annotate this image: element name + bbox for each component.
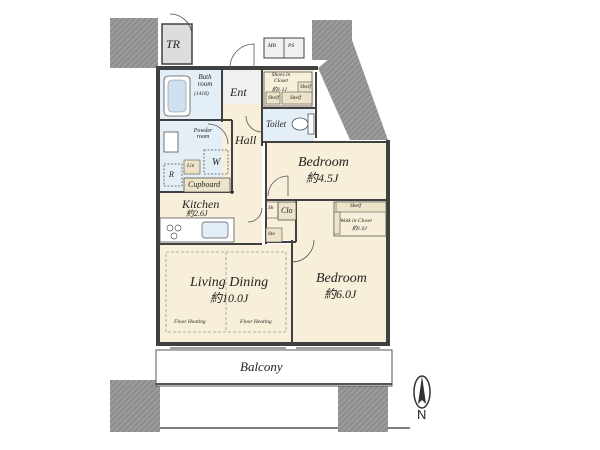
ps-label: PS bbox=[288, 43, 295, 49]
bathroom-label: Bath room bbox=[197, 73, 213, 88]
bedroom1-label: Bedroom bbox=[298, 155, 349, 170]
pillar-left bbox=[110, 60, 156, 68]
hall-label: Hall bbox=[235, 133, 257, 147]
sto-label: Sto bbox=[268, 231, 276, 237]
tr-label: TR bbox=[166, 37, 181, 51]
walk-in-closet-shelf-label: Shelf bbox=[350, 203, 361, 209]
shoes-closet-label: Shoes in Closet bbox=[271, 72, 291, 84]
living-dining-size: 約10.0J bbox=[210, 291, 249, 305]
refrigerator-label: R bbox=[169, 170, 174, 179]
toilet-bowl bbox=[291, 117, 309, 131]
bedroom2-size: 約6.0J bbox=[324, 287, 357, 301]
floor-heating-label-1: Floor Heating bbox=[174, 319, 206, 325]
bedroom2-door bbox=[291, 239, 315, 263]
shelf-label-1: Shelf bbox=[300, 84, 311, 90]
washer-space bbox=[203, 149, 229, 175]
bedroom1-door bbox=[267, 175, 289, 197]
balcony-label: Balcony bbox=[240, 359, 283, 374]
lin-shelf bbox=[183, 159, 201, 175]
lin-label: Lin bbox=[187, 163, 195, 169]
toilet-label: Toilet bbox=[266, 119, 287, 129]
balcony bbox=[155, 349, 393, 387]
kitchen-label: Kitchen bbox=[182, 197, 220, 211]
powder-room-label: Powder room bbox=[193, 128, 213, 140]
pillar-bottom-left bbox=[110, 380, 160, 432]
kitchen-size: 約2.6J bbox=[186, 209, 208, 218]
sto-box bbox=[265, 227, 283, 243]
walk-in-closet-label: Walk in Closet bbox=[340, 218, 372, 224]
sh-label: Sh bbox=[268, 205, 274, 211]
pillar-right bbox=[318, 40, 388, 140]
clo-label: Clo bbox=[281, 206, 293, 215]
pillar-bottom-right bbox=[338, 380, 388, 432]
walls bbox=[156, 66, 390, 346]
shelf-label-3: Shelf bbox=[290, 95, 301, 101]
shelf-label-2: Shelf bbox=[268, 95, 279, 101]
washbasin bbox=[163, 131, 179, 153]
compass-north-label: N bbox=[417, 407, 427, 422]
inner-walls bbox=[160, 68, 388, 344]
bedroom1-size: 約4.5J bbox=[306, 171, 339, 185]
refrigerator-space bbox=[163, 163, 183, 187]
floor-heating-label-2: Floor Heating bbox=[240, 319, 272, 325]
cupboard-box bbox=[183, 177, 231, 193]
living-dining-label: Living Dining bbox=[190, 275, 269, 290]
tr-room bbox=[161, 23, 193, 65]
entrance-floor bbox=[222, 70, 262, 104]
cupboard-label: Cupboard bbox=[188, 180, 221, 189]
ent-label: Ent bbox=[230, 85, 247, 99]
compass-icon bbox=[413, 375, 431, 409]
entrance-door bbox=[229, 43, 255, 69]
mb-label: MB bbox=[268, 43, 276, 49]
washer-label: W bbox=[212, 157, 221, 168]
shoes-closet-size: 約1.1J bbox=[272, 87, 287, 93]
sh-box bbox=[265, 201, 279, 219]
walk-in-closet-size: 約1.0J bbox=[352, 226, 367, 232]
bedroom2-label: Bedroom bbox=[316, 271, 367, 286]
bathroom-size: (1418) bbox=[194, 91, 209, 97]
pillar-top-left bbox=[110, 18, 158, 66]
bedroom1-floor bbox=[266, 142, 386, 200]
tr-door bbox=[169, 13, 193, 37]
